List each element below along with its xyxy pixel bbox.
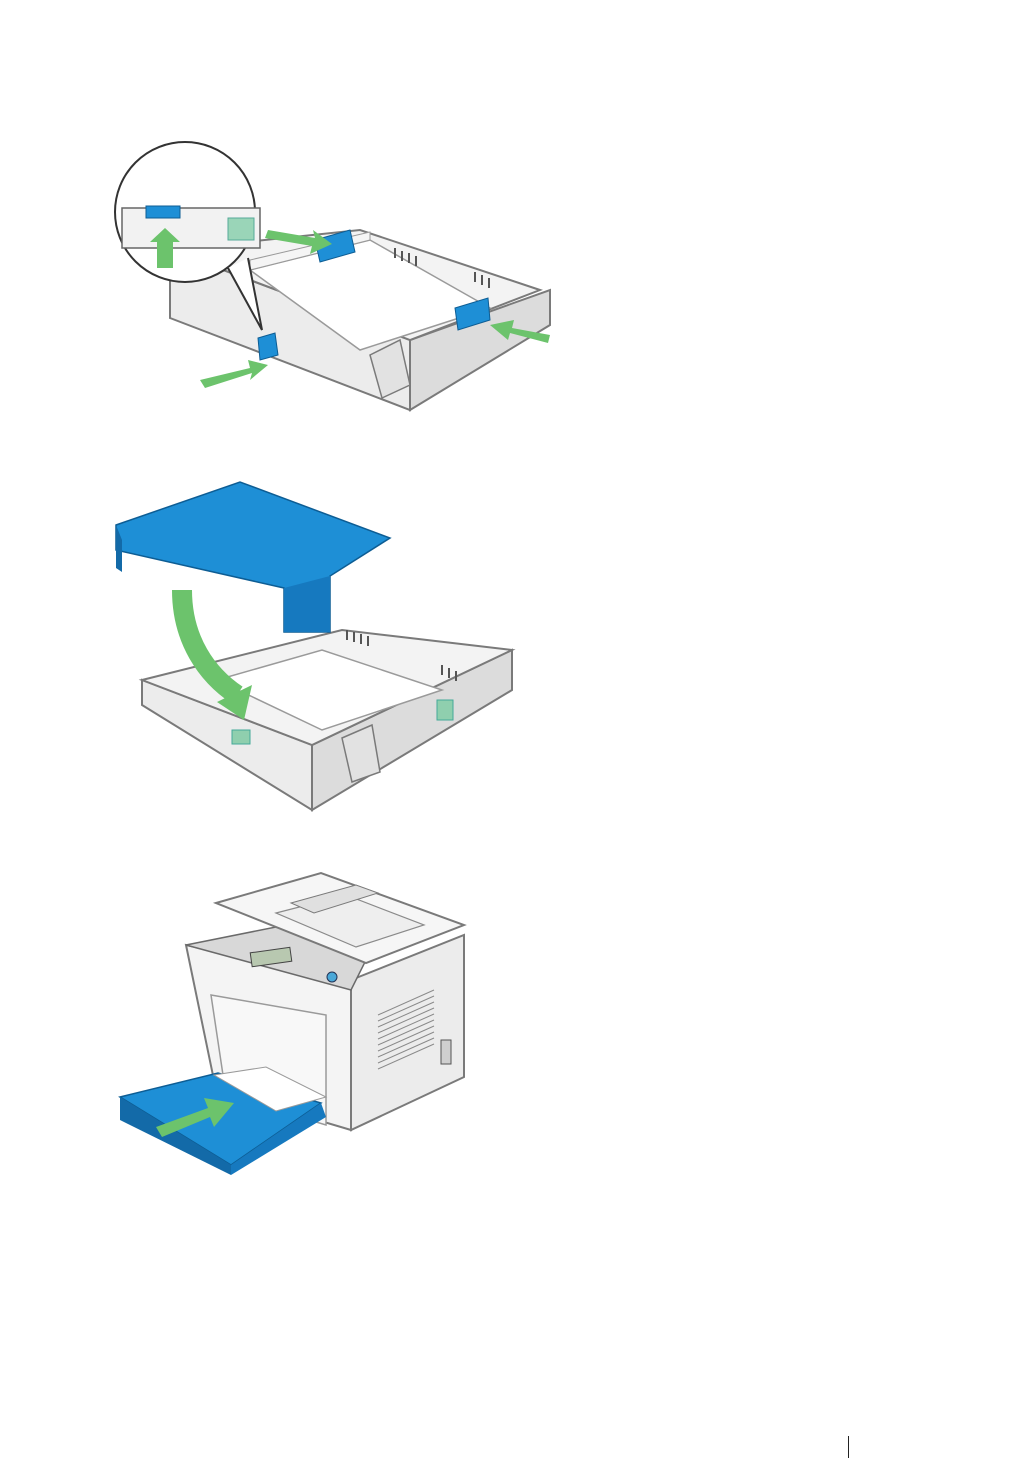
paper-tray-guides-illustration xyxy=(110,140,560,435)
footer-rule xyxy=(848,1436,849,1458)
printer-insert-tray-illustration xyxy=(116,865,476,1175)
paper-tray-cover-illustration xyxy=(112,480,522,820)
